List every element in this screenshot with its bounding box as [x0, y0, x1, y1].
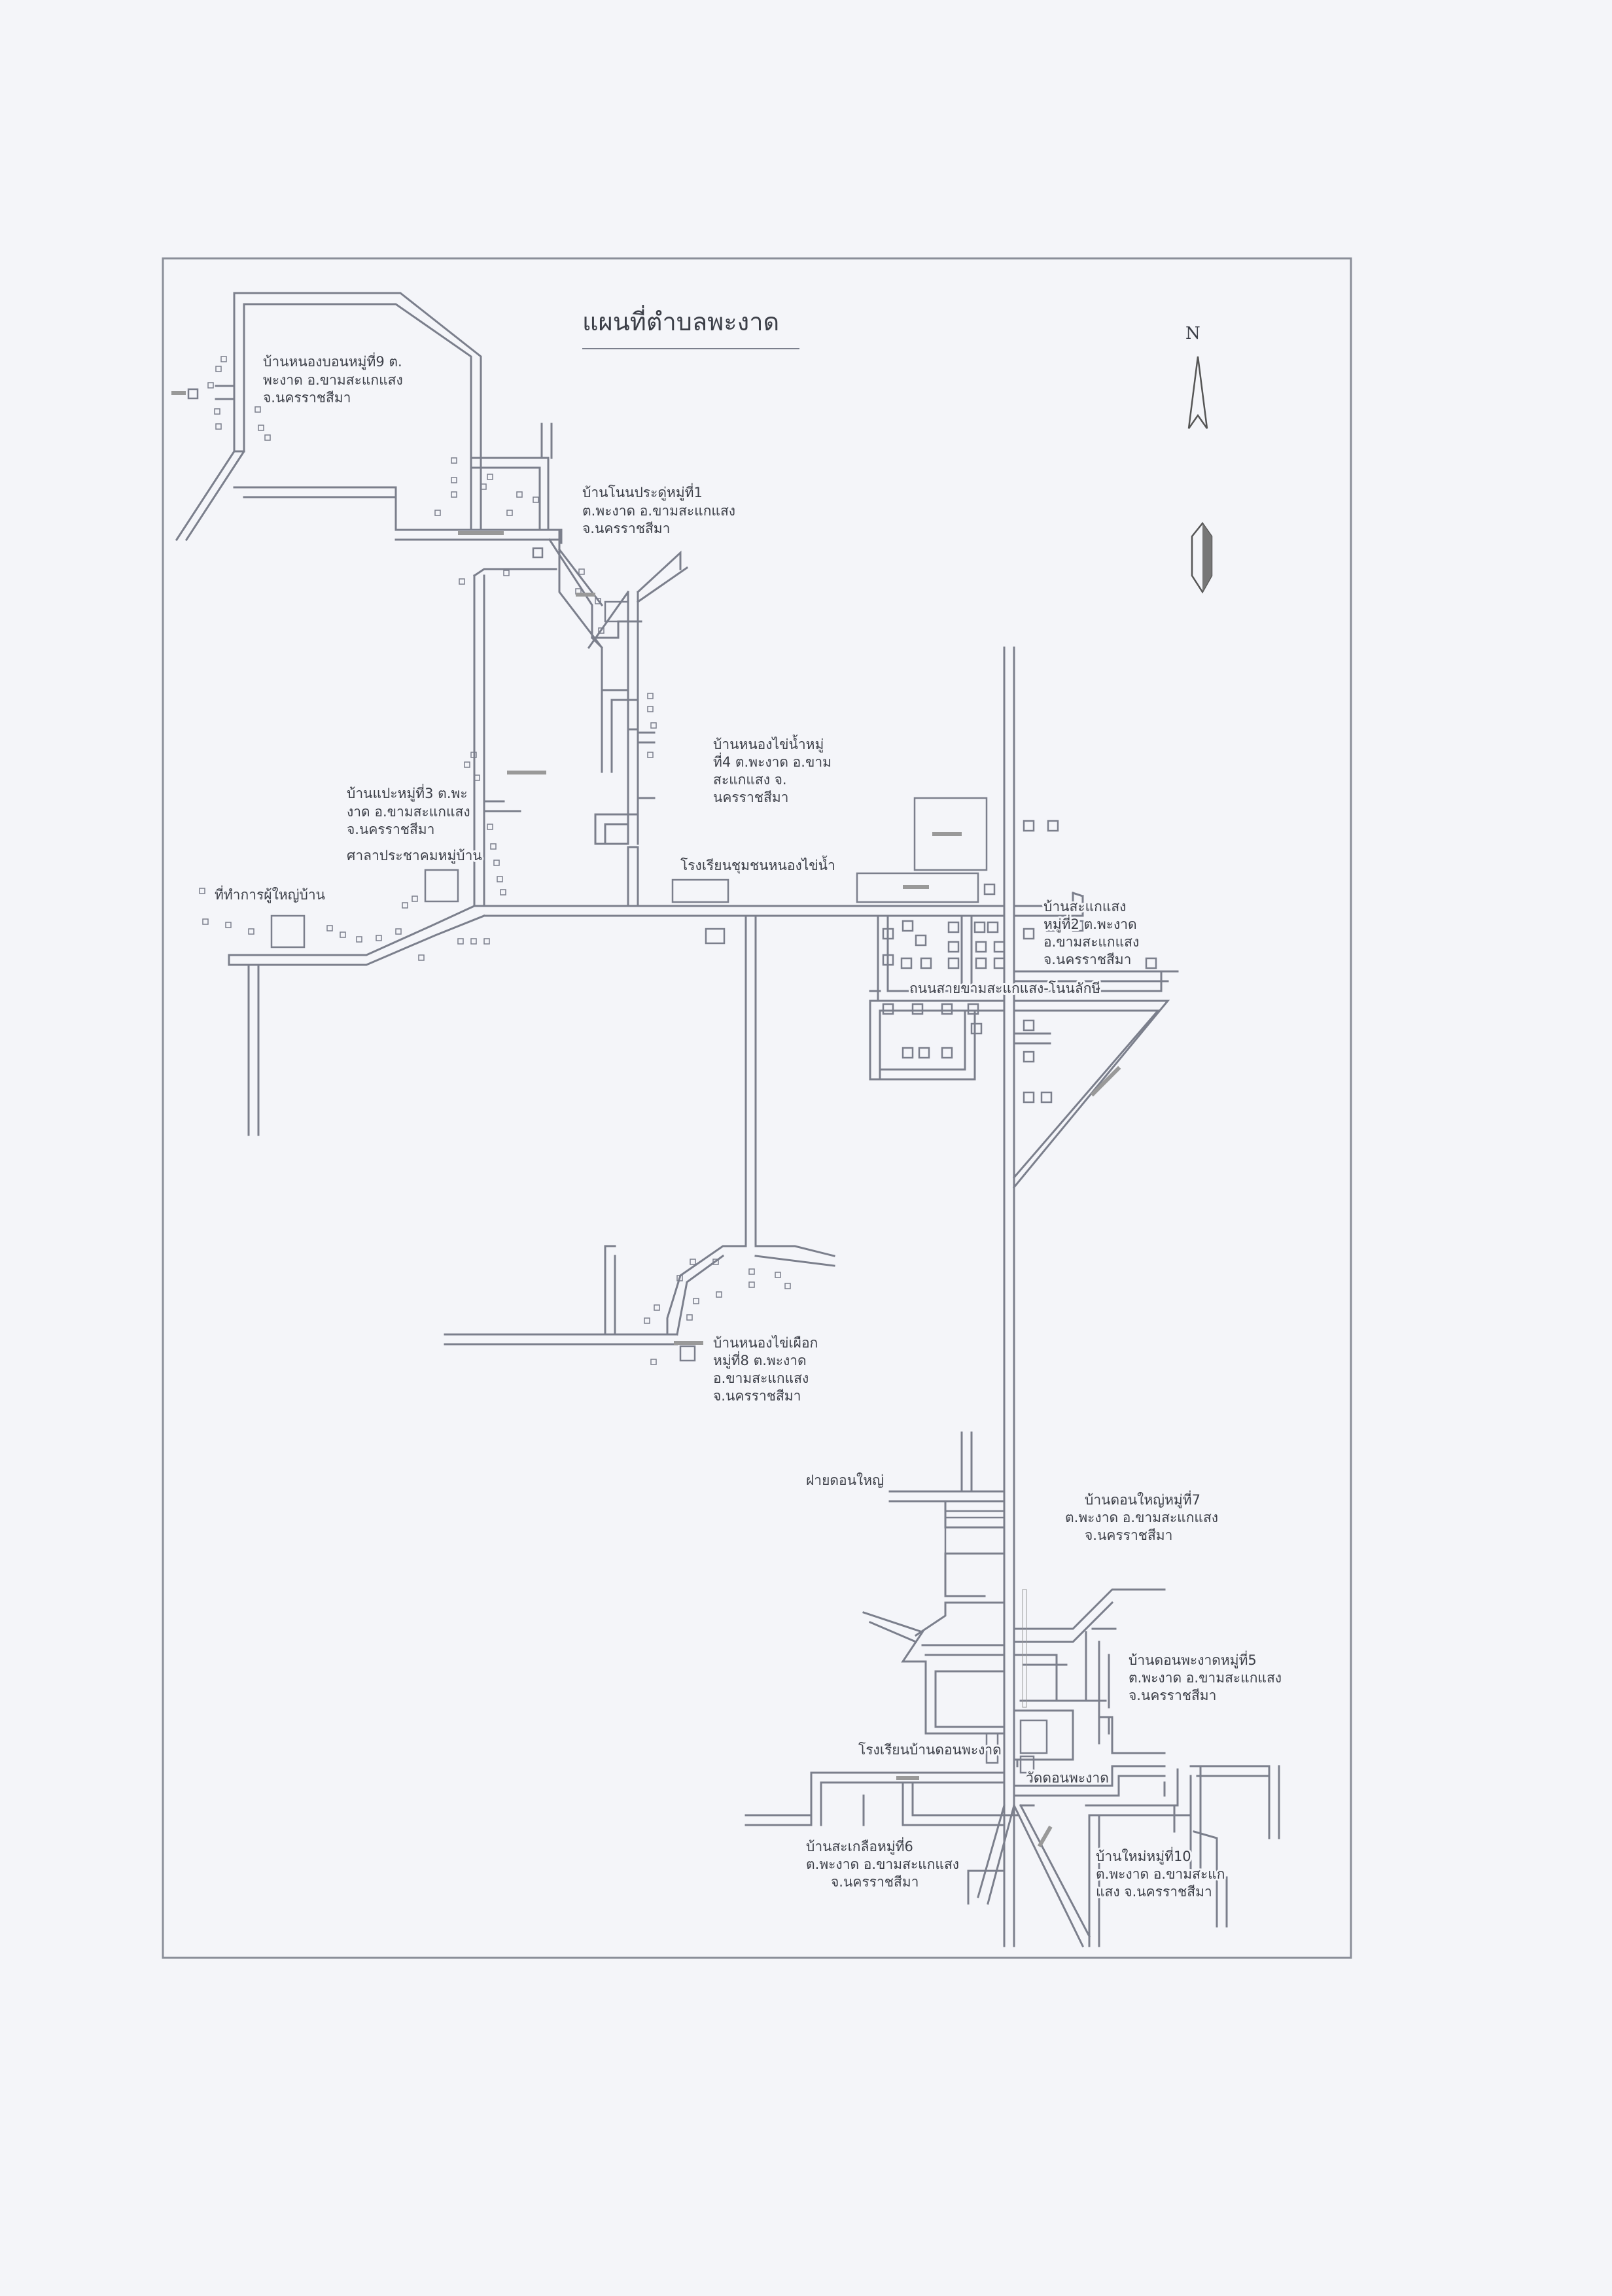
label-village-1: บ้านโนนประดู่หมู่ที่1 [582, 483, 703, 501]
svg-text:จ.นครราชสีมา: จ.นครราชสีมา [347, 822, 434, 837]
label-village-5: บ้านดอนพะงาดหมู่ที่5 [1129, 1650, 1257, 1669]
svg-text:จ.นครราชสีมา: จ.นครราชสีมา [713, 1388, 801, 1404]
label-school-donphangat: โรงเรียนบ้านดอนพะงาด [858, 1742, 1002, 1758]
svg-text:แสง จ.นครราชสีมา: แสง จ.นครราชสีมา [1096, 1884, 1212, 1900]
svg-text:จ.นครราชสีมา: จ.นครราชสีมา [1043, 952, 1131, 967]
road-network [175, 292, 1280, 1948]
label-village-2: บ้านสะแกแสง [1043, 899, 1126, 914]
label-village-3: บ้านแปะหมู่ที่3 ต.พะ [347, 784, 468, 802]
svg-text:อ.ขามสะแกแสง: อ.ขามสะแกแสง [1043, 934, 1139, 950]
building-large [913, 797, 988, 871]
svg-text:จ.นครราชสีมา: จ.นครราชสีมา [831, 1874, 919, 1890]
building-market [856, 872, 979, 903]
north-arrow-icon: N [1185, 324, 1213, 594]
svg-text:จ.นครราชสีมา: จ.นครราชสีมา [263, 390, 351, 406]
house-markers [199, 356, 791, 1365]
label-village-9: บ้านหนองบอนหมู่ที่9 ต. [263, 352, 402, 370]
label-village-7: บ้านดอนใหญ่หมู่ที่7 [1085, 1490, 1200, 1508]
label-headman-office: ที่ทำการผู้ใหญ่บ้าน [215, 885, 325, 903]
svg-text:หมู่ที่8 ต.พะงาด: หมู่ที่8 ต.พะงาด [713, 1351, 807, 1369]
building-headman-office [270, 914, 306, 948]
building-school-nongkhainam [671, 878, 729, 903]
map-title: แผนที่ตำบลพะงาด [582, 305, 779, 336]
label-village-4: บ้านหนองไข่น้ำหมู่ [713, 735, 824, 753]
svg-text:ต.พะงาด อ.ขามสะแกแสง: ต.พะงาด อ.ขามสะแกแสง [1065, 1510, 1218, 1525]
label-main-road: ถนนสายขามสะแกแสง-โนนลักษี [909, 981, 1100, 996]
svg-text:ต.พะงาด อ.ขามสะแกแสง: ต.พะงาด อ.ขามสะแกแสง [582, 503, 735, 519]
svg-text:จ.นครราชสีมา: จ.นครราชสีมา [1085, 1527, 1172, 1543]
label-village-8: บ้านหนองไข่เผือก [713, 1335, 818, 1351]
svg-text:งาด อ.ขามสะแกแสง: งาด อ.ขามสะแกแสง [347, 804, 470, 820]
svg-text:จ.นครราชสีมา: จ.นครราชสีมา [582, 521, 670, 536]
label-weir: ฝายดอนใหญ่ [806, 1472, 884, 1488]
svg-text:จ.นครราชสีมา: จ.นครราชสีมา [1129, 1688, 1216, 1703]
svg-text:N: N [1185, 324, 1200, 343]
tiny-captions [171, 391, 1121, 1848]
map-labels: บ้านหนองบอนหมู่ที่9 ต. พะงาด อ.ขามสะแกแส… [213, 350, 1284, 1902]
svg-text:ต.พะงาด อ.ขามสะแกแสง: ต.พะงาด อ.ขามสะแกแสง [806, 1856, 959, 1872]
label-temple: วัดดอนพะงาด [1026, 1770, 1109, 1786]
svg-text:อ.ขามสะแกแสง: อ.ขามสะแกแสง [713, 1370, 809, 1386]
building-hall [424, 869, 459, 903]
building-school-donphangat [985, 1732, 999, 1764]
svg-text:หมู่ที่2 ต.พะงาด: หมู่ที่2 ต.พะงาด [1043, 914, 1137, 933]
label-school-nongkhainam: โรงเรียนชุมชนหนองไข่น้ำ [680, 856, 835, 874]
svg-text:ต.พะงาด อ.ขามสะแก: ต.พะงาด อ.ขามสะแก [1096, 1866, 1225, 1882]
label-village-6: บ้านสะเกลือหมู่ที่6 [806, 1837, 913, 1855]
svg-text:สะแกแสง จ.: สะแกแสง จ. [713, 772, 787, 788]
svg-text:ที่4 ต.พะงาด อ.ขาม: ที่4 ต.พะงาด อ.ขาม [713, 752, 832, 770]
svg-text:นครราชสีมา: นครราชสีมา [713, 790, 788, 805]
map-frame [162, 257, 1352, 1959]
label-village-10: บ้านใหม่หมู่ที่10 [1096, 1847, 1191, 1865]
svg-text:พะงาด อ.ขามสะแกแสง: พะงาด อ.ขามสะแกแสง [263, 372, 403, 388]
label-community-hall: ศาลาประชาคมหมู่บ้าน [347, 848, 482, 864]
buildings [187, 388, 1157, 1774]
svg-text:ต.พะงาด อ.ขามสะแกแสง: ต.พะงาด อ.ขามสะแกแสง [1129, 1670, 1282, 1686]
